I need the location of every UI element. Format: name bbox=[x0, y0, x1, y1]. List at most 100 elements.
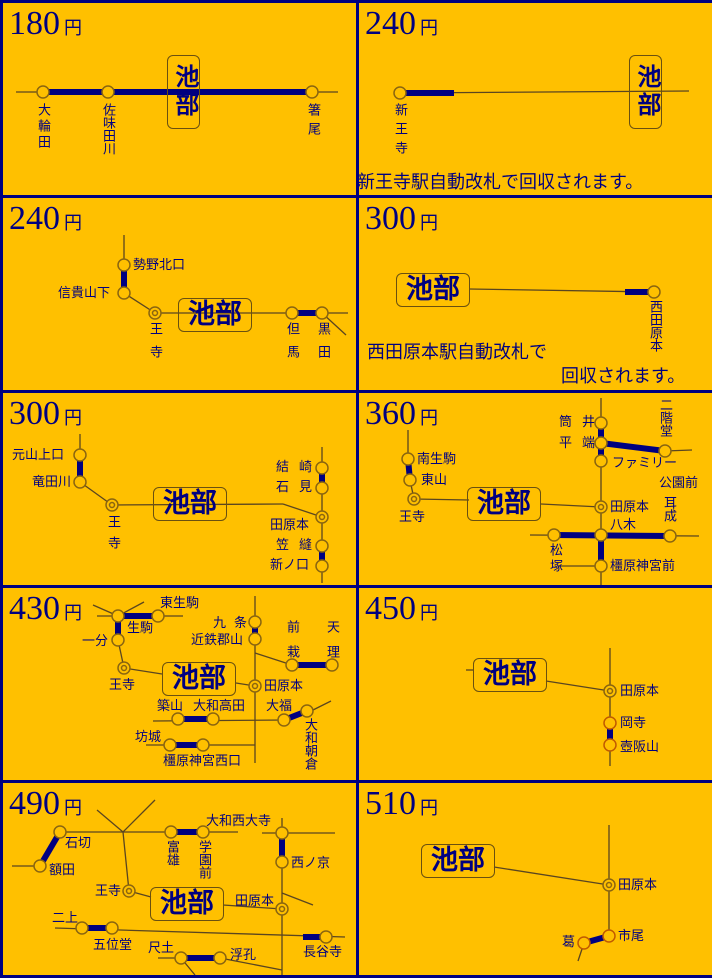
station-label: 筒井 bbox=[559, 415, 606, 430]
station-marker bbox=[171, 712, 185, 726]
station-label: 元山上口 bbox=[12, 448, 65, 463]
station-marker bbox=[278, 905, 286, 913]
station-label: 王寺 bbox=[147, 322, 162, 368]
ikebe-station-box: 池部 bbox=[167, 55, 200, 129]
station-marker bbox=[213, 951, 227, 965]
station-marker bbox=[606, 687, 614, 695]
yen-unit: 円 bbox=[64, 213, 82, 234]
route-lines bbox=[468, 285, 661, 299]
rail-line bbox=[122, 799, 156, 833]
station-marker bbox=[602, 929, 616, 943]
rail-line bbox=[493, 866, 610, 886]
station-label: 東生駒 bbox=[160, 596, 200, 611]
rail-line bbox=[468, 288, 655, 293]
station-label: ファミリー bbox=[612, 456, 678, 471]
station-label: 東山 bbox=[421, 473, 448, 488]
station-marker bbox=[647, 285, 661, 299]
station-label: 公園前 bbox=[659, 476, 699, 491]
station-label: 大和高田 bbox=[193, 699, 246, 714]
fare-section-segment bbox=[553, 532, 671, 539]
yen-unit: 円 bbox=[64, 603, 82, 624]
yen-unit: 円 bbox=[64, 408, 82, 429]
station-label: 田原本 bbox=[620, 684, 660, 699]
route-lines bbox=[16, 85, 338, 99]
station-marker bbox=[594, 454, 608, 468]
station-marker bbox=[117, 258, 131, 272]
station-label: 石切 bbox=[65, 836, 92, 851]
station-marker bbox=[547, 528, 561, 542]
station-marker bbox=[594, 436, 608, 450]
station-label: 学園前 bbox=[196, 840, 211, 879]
fare-section-segment bbox=[600, 440, 666, 454]
fare-amount: 240 bbox=[9, 200, 60, 237]
ikebe-station-box: 池部 bbox=[396, 273, 470, 307]
ikebe-station-box: 池部 bbox=[178, 298, 252, 332]
ikebe-station-box: 池部 bbox=[473, 658, 547, 692]
station-label: 築山 bbox=[157, 699, 184, 714]
station-label: 西田原本 bbox=[647, 300, 662, 352]
rail-line bbox=[122, 831, 130, 892]
station-marker bbox=[163, 738, 177, 752]
station-label: 大和西大寺 bbox=[206, 814, 272, 829]
station-label: 西ノ京 bbox=[291, 856, 331, 871]
fare-amount: 360 bbox=[365, 395, 416, 432]
station-marker bbox=[300, 704, 314, 718]
rail-line bbox=[413, 498, 470, 501]
station-label: 王寺 bbox=[109, 678, 136, 693]
station-label: 王寺 bbox=[95, 884, 122, 899]
station-label: 大輪田 bbox=[35, 103, 50, 151]
station-label: 二階堂 bbox=[657, 398, 672, 437]
station-marker bbox=[658, 444, 672, 458]
station-label: 田原本 bbox=[618, 878, 658, 893]
station-label: 笠縫 bbox=[276, 538, 323, 553]
fare-amount: 490 bbox=[9, 785, 60, 822]
station-marker bbox=[275, 826, 289, 840]
station-marker bbox=[319, 930, 333, 944]
station-label: 前栽 bbox=[284, 620, 299, 670]
station-label: 富雄 bbox=[164, 840, 179, 866]
rail-line bbox=[96, 809, 124, 833]
rail-line bbox=[111, 503, 284, 506]
route-lines bbox=[466, 648, 617, 766]
route-lines bbox=[401, 398, 700, 585]
station-marker bbox=[594, 416, 608, 430]
fare-amount: 180 bbox=[9, 5, 60, 42]
rail-line bbox=[222, 904, 283, 910]
station-marker bbox=[36, 85, 50, 99]
station-label: 大和朝倉 bbox=[302, 718, 317, 770]
station-marker bbox=[196, 825, 210, 839]
station-marker bbox=[594, 559, 608, 573]
station-label: 佐味田川 bbox=[100, 103, 115, 155]
station-marker bbox=[403, 473, 417, 487]
ticket-collection-note: 新王寺駅自動改札で回収されます。 bbox=[359, 172, 644, 193]
station-label: 田原本 bbox=[610, 500, 650, 515]
station-label: 王寺 bbox=[399, 510, 426, 525]
station-label: 八木 bbox=[610, 518, 637, 533]
station-label: 九条 bbox=[213, 616, 256, 631]
station-marker bbox=[248, 632, 262, 646]
station-marker bbox=[117, 286, 131, 300]
ticket-collection-note: 回収されます。 bbox=[561, 366, 686, 387]
station-label: 橿原神宮西口 bbox=[163, 754, 242, 769]
station-label: 二上 bbox=[52, 911, 79, 926]
route-lines bbox=[493, 825, 616, 962]
station-marker bbox=[125, 887, 133, 895]
station-marker bbox=[603, 716, 617, 730]
station-marker bbox=[108, 501, 116, 509]
yen-unit: 円 bbox=[420, 798, 438, 819]
station-marker bbox=[663, 529, 677, 543]
station-marker bbox=[315, 306, 329, 320]
station-label: 平端 bbox=[559, 436, 606, 451]
station-label: 市尾 bbox=[618, 929, 645, 944]
